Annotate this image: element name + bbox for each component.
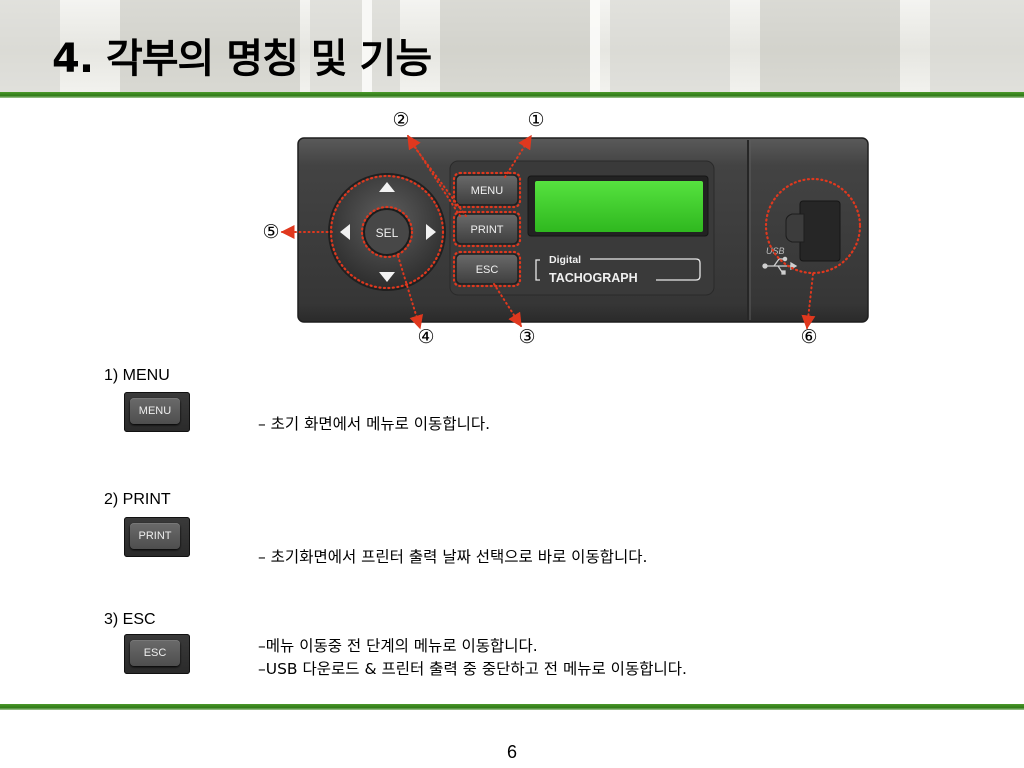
- section-print-label: 2) PRINT: [104, 491, 171, 508]
- callout-4: ④: [417, 326, 435, 348]
- callout-6: ⑥: [800, 326, 818, 348]
- esc-button-label: ESC: [476, 264, 499, 276]
- right-arrow-icon[interactable]: [426, 224, 436, 240]
- slide-title: 4. 각부의 명칭 및 기능: [52, 36, 432, 82]
- up-arrow-icon[interactable]: [379, 182, 395, 192]
- section-esc-label: 3) ESC: [104, 611, 156, 628]
- usb-icon: [762, 256, 798, 275]
- callout-leaders: [280, 134, 816, 330]
- esc-button-thumbnail: ESC: [124, 634, 190, 674]
- brand-tachograph-text: TACHOGRAPH: [549, 271, 638, 285]
- footer-divider: [0, 704, 1024, 710]
- menu-button-label: MENU: [471, 185, 503, 197]
- sel-button-label: SEL: [376, 226, 399, 240]
- direction-pad[interactable]: [328, 173, 446, 291]
- brand-digital-text: Digital: [549, 254, 581, 266]
- usb-label: USB: [766, 246, 785, 256]
- down-arrow-icon[interactable]: [379, 272, 395, 282]
- section-esc-description-line2: –USB 다운로드 & 프린터 출력 중 중단하고 전 메뉴로 이동합니다.: [258, 660, 687, 678]
- callout-1: ①: [527, 109, 545, 131]
- menu-button[interactable]: [455, 174, 519, 206]
- header-divider: [0, 92, 1024, 98]
- lcd-display: [535, 181, 703, 232]
- print-button-thumbnail: PRINT: [124, 517, 190, 557]
- header-background-photo: [0, 0, 60, 92]
- tachograph-diagram: SEL MENU PRINT ESC Digital TACHOGRAPH US…: [260, 106, 880, 358]
- callout-2: ②: [392, 109, 410, 131]
- sel-button[interactable]: [363, 208, 411, 256]
- callout-highlights: [329, 171, 862, 290]
- print-button-label: PRINT: [471, 224, 504, 236]
- section-print-description: – 초기화면에서 프린터 출력 날짜 선택으로 바로 이동합니다.: [258, 548, 648, 566]
- section-menu-label: 1) MENU: [104, 367, 170, 384]
- section-menu-description: – 초기 화면에서 메뉴로 이동합니다.: [258, 415, 491, 433]
- left-arrow-icon[interactable]: [340, 224, 350, 240]
- callout-5: ⑤: [262, 221, 280, 243]
- esc-button[interactable]: [455, 253, 519, 285]
- esc-thumb-label: ESC: [130, 640, 180, 666]
- section-esc-description-line1: –메뉴 이동중 전 단계의 메뉴로 이동합니다.: [258, 637, 538, 655]
- menu-thumb-label: MENU: [130, 398, 180, 424]
- print-button[interactable]: [455, 213, 519, 245]
- usb-port[interactable]: [799, 200, 841, 262]
- slide-header: 4. 각부의 명칭 및 기능: [0, 0, 1024, 92]
- menu-button-thumbnail: MENU: [124, 392, 190, 432]
- tachograph-device-illustration: SEL MENU PRINT ESC Digital TACHOGRAPH US…: [280, 134, 869, 330]
- print-thumb-label: PRINT: [130, 523, 180, 549]
- page-number: 6: [506, 742, 517, 762]
- callout-3: ③: [518, 326, 536, 348]
